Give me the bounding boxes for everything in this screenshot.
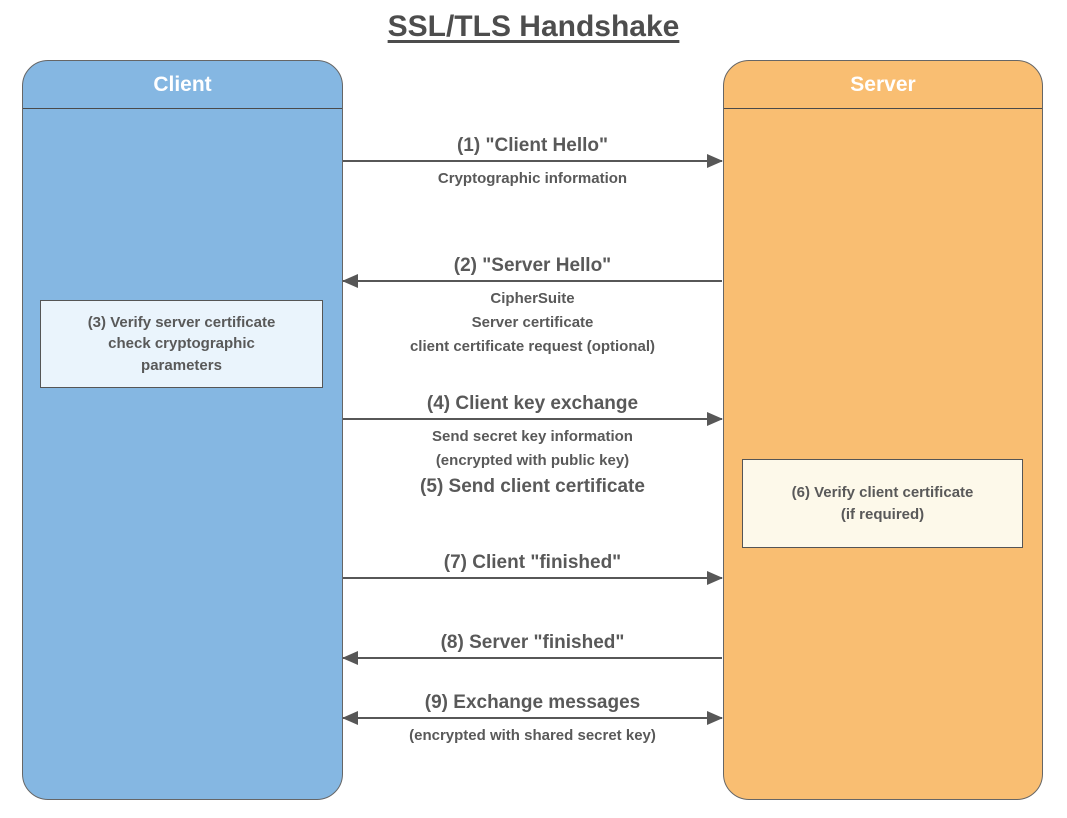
message-label: (7) Client "finished" [443, 552, 622, 573]
server-column: Server [723, 60, 1043, 800]
note-line: (if required) [840, 505, 925, 523]
note-line: check cryptographic [108, 335, 255, 353]
server-column-header: Server [724, 61, 1042, 109]
arrowhead-left-icon [342, 711, 358, 725]
server-note: (6) Verify client certificate (if requir… [742, 459, 1023, 548]
arrowhead-right-icon [707, 412, 723, 426]
arrowhead-right-icon [707, 571, 723, 585]
note-line: parameters [141, 356, 222, 374]
message-sublabel: Send secret key information [432, 428, 633, 445]
message-sublabel: (encrypted with public key) [435, 452, 630, 469]
message-arrow [342, 711, 723, 725]
message-label: (8) Server "finished" [440, 632, 625, 653]
arrowhead-left-icon [342, 651, 358, 665]
message-exchange-messages: (9) Exchange messages (encrypted with sh… [342, 691, 723, 748]
arrowhead-right-icon [707, 711, 723, 725]
message-label: (2) "Server Hello" [453, 255, 612, 276]
message-client-finished: (7) Client "finished" [343, 551, 723, 585]
message-label: (4) Client key exchange [426, 393, 639, 414]
message-server-finished: (8) Server "finished" [342, 631, 722, 665]
message-client-key-exchange: (4) Client key exchange Send secret key … [343, 392, 723, 500]
message-label: (9) Exchange messages [424, 692, 641, 713]
client-column: Client [22, 60, 343, 800]
message-arrow [342, 651, 722, 665]
message-client-hello: (1) "Client Hello" Cryptographic informa… [343, 134, 723, 191]
message-sublabel: CipherSuite [490, 290, 575, 307]
note-line: (3) Verify server certificate [87, 313, 276, 331]
message-sublabel: client certificate request (optional) [409, 338, 656, 355]
message-sublabel: (encrypted with shared secret key) [409, 727, 656, 744]
message-arrow [342, 274, 722, 288]
message-sublabel: Cryptographic information [437, 170, 628, 187]
client-column-header: Client [23, 61, 342, 109]
message-arrow [343, 412, 723, 426]
message-arrow [343, 154, 723, 168]
message-server-hello: (2) "Server Hello" CipherSuite Server ce… [342, 254, 722, 359]
message-arrow [343, 571, 723, 585]
arrowhead-left-icon [342, 274, 358, 288]
client-note: (3) Verify server certificate check cryp… [40, 300, 323, 388]
message-extra-label: (5) Send client certificate [420, 476, 645, 497]
arrowhead-right-icon [707, 154, 723, 168]
message-label: (1) "Client Hello" [456, 135, 609, 156]
page-title: SSL/TLS Handshake [387, 10, 680, 43]
note-line: (6) Verify client certificate [791, 484, 974, 501]
message-sublabel: Server certificate [471, 314, 594, 331]
